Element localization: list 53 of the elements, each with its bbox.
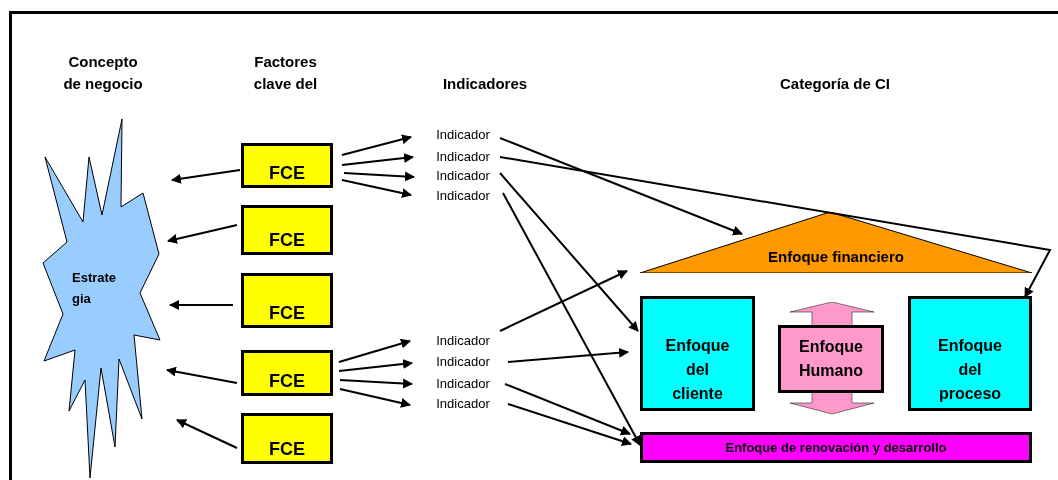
arrow [504,383,631,436]
arrow [338,359,413,372]
arrow [499,156,1052,298]
node-label: Estrate gia [72,270,117,306]
node-label: Enfoque del cliente [664,336,731,404]
arrow [339,378,413,389]
node-label: Indicador [436,126,490,143]
node-label: Enfoque Humano [798,337,864,381]
arrow [499,270,628,332]
node-label: Indicador [436,375,490,392]
node-label: FCE [269,162,305,184]
arrow [499,137,743,236]
node-label: FCE [269,370,305,392]
node-label: Indicador [436,148,490,165]
category-box [778,325,884,393]
node-label: Enfoque de renovación y desarrollo [725,438,947,457]
arrow [169,300,234,310]
node-label: Indicador [436,395,490,412]
node-label: Indicador [436,332,490,349]
arrow [341,179,412,198]
arrow [339,388,411,408]
node-label: FCE [269,438,305,460]
node-label: FCE [269,229,305,251]
process-box [241,143,333,188]
process-box [241,273,333,328]
node-label: Indicador [436,187,490,204]
arrow [507,347,629,363]
category-box [640,296,755,411]
arrow [167,224,238,244]
process-box [241,205,333,255]
node-label: Indicador [436,353,490,370]
arrow [338,338,411,363]
arrow [341,153,414,166]
process-box [241,413,333,464]
node-label: Indicador [436,167,490,184]
node-label: Enfoque financiero [768,248,904,265]
arrow [176,419,238,449]
arrow [499,172,639,332]
node-label: Enfoque del proceso [937,336,1003,404]
category-box [908,296,1032,411]
arrow [507,403,632,446]
category-bar [640,432,1032,463]
arrow [341,134,412,156]
node-label: FCE [269,302,305,324]
arrow [166,366,238,384]
process-box [241,350,333,396]
arrow [502,192,641,446]
column-heading: Indicadores [441,74,529,94]
column-heading: Categoría de CI [779,74,891,94]
arrow [171,169,241,184]
column-heading: Factores clave del [252,52,319,94]
arrow [343,171,415,182]
column-heading: Concepto de negocio [62,52,144,94]
